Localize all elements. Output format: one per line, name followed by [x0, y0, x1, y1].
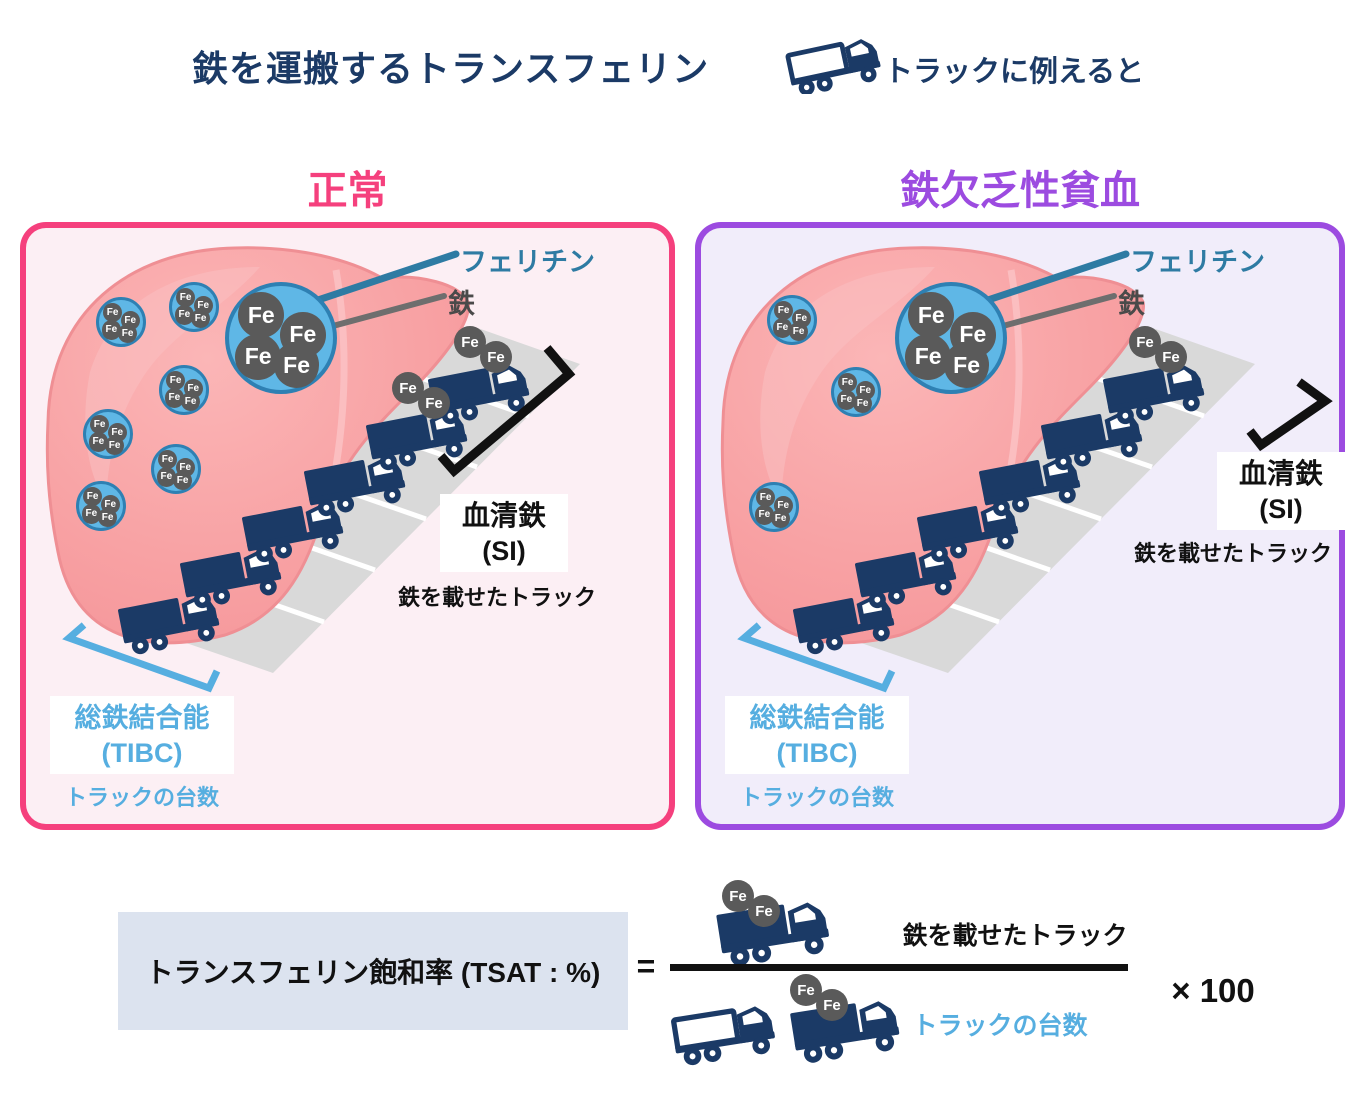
fe-circle: Fe [175, 287, 196, 307]
fe-circle: Fe [748, 895, 780, 927]
fe-circle: Fe [81, 504, 101, 524]
fe-circle: Fe [156, 467, 176, 487]
equals-sign: = [636, 948, 656, 984]
fe-circle: Fe [480, 341, 512, 373]
fe-circle: Fe [905, 333, 951, 380]
ferritin-pointer-line [296, 250, 460, 310]
fe-circle: Fe [172, 470, 193, 491]
tibc-label: 総鉄結合能 (TIBC) [725, 696, 909, 774]
multiplier-label: × 100 [1171, 972, 1255, 1009]
fe-circle: Fe [773, 300, 794, 320]
tsat-formula-label: トランスフェリン飽和率 (TSAT : %) [118, 912, 628, 1030]
fe-circle: Fe [908, 292, 955, 338]
fe-circle: Fe [88, 432, 108, 452]
fe-circle: Fe [273, 342, 320, 388]
iron-label: 鉄 [448, 289, 475, 319]
serum-iron-caption: 鉄を載せたトラック [1133, 541, 1332, 566]
ferritin-label: フェリチン [460, 247, 595, 277]
scene-iron-deficiency [720, 246, 1333, 693]
tibc-caption: トラックの台数 [739, 785, 894, 810]
tibc-bracket [737, 622, 896, 693]
fe-circle: Fe [754, 505, 774, 525]
fe-circle: Fe [235, 333, 281, 380]
fe-circle: Fe [238, 292, 285, 338]
fe-circle: Fe [190, 308, 211, 329]
serum-iron-label: 血清鉄 (SI) [1217, 452, 1345, 530]
page-title: 鉄を運搬するトランスフェリン [192, 48, 710, 89]
panel-title-iron-deficiency: 鉄欠乏性貧血 [900, 169, 1140, 213]
serum-iron-label: 血清鉄 (SI) [440, 494, 568, 572]
fe-circle: Fe [165, 370, 186, 390]
serum-iron-bracket [1246, 378, 1333, 452]
iron-label: 鉄 [1118, 289, 1145, 319]
fe-circle: Fe [772, 318, 792, 338]
fe-circle: Fe [89, 414, 110, 434]
fe-circle: Fe [418, 387, 450, 419]
fe-circle: Fe [1129, 326, 1161, 358]
ferritin-pointer-line [966, 250, 1130, 310]
fe-circle: Fe [97, 507, 118, 528]
iron-pointer-line [315, 293, 447, 333]
tibc-label: 総鉄結合能 (TIBC) [50, 696, 234, 774]
iron-pointer-line [985, 293, 1117, 333]
fe-circle: Fe [788, 321, 809, 342]
fe-circle: Fe [101, 320, 121, 340]
fe-circle: Fe [852, 393, 873, 414]
panel-title-normal: 正常 [307, 169, 388, 213]
fe-circle: Fe [102, 302, 123, 322]
serum-iron-bracket [437, 345, 576, 478]
fe-circle: Fe [770, 508, 791, 529]
fe-circle: Fe [836, 390, 856, 410]
fe-circle: Fe [180, 391, 201, 412]
fe-circle: Fe [117, 323, 138, 344]
fe-circle: Fe [943, 342, 990, 388]
fe-circle: Fe [755, 487, 776, 507]
fe-circle: Fe [104, 435, 125, 456]
fe-circle: Fe [157, 449, 178, 469]
denominator-label: トラックの台数 [912, 1012, 1088, 1040]
numerator-label: 鉄を載せたトラック [902, 922, 1128, 950]
fraction-bar [670, 964, 1128, 971]
title-analogy: トラックに例えると [884, 56, 1145, 88]
fe-circle: Fe [174, 305, 194, 325]
fe-circle: Fe [837, 372, 858, 392]
serum-iron-caption: 鉄を載せたトラック [397, 585, 596, 610]
fe-circle: Fe [816, 989, 848, 1021]
ferritin-label: フェリチン [1130, 247, 1265, 277]
fe-circle: Fe [1155, 341, 1187, 373]
tibc-bracket [62, 622, 221, 693]
truck-icon [784, 30, 884, 94]
fe-circle: Fe [82, 486, 103, 506]
tibc-caption: トラックの台数 [64, 785, 219, 810]
fe-circle: Fe [164, 388, 184, 408]
